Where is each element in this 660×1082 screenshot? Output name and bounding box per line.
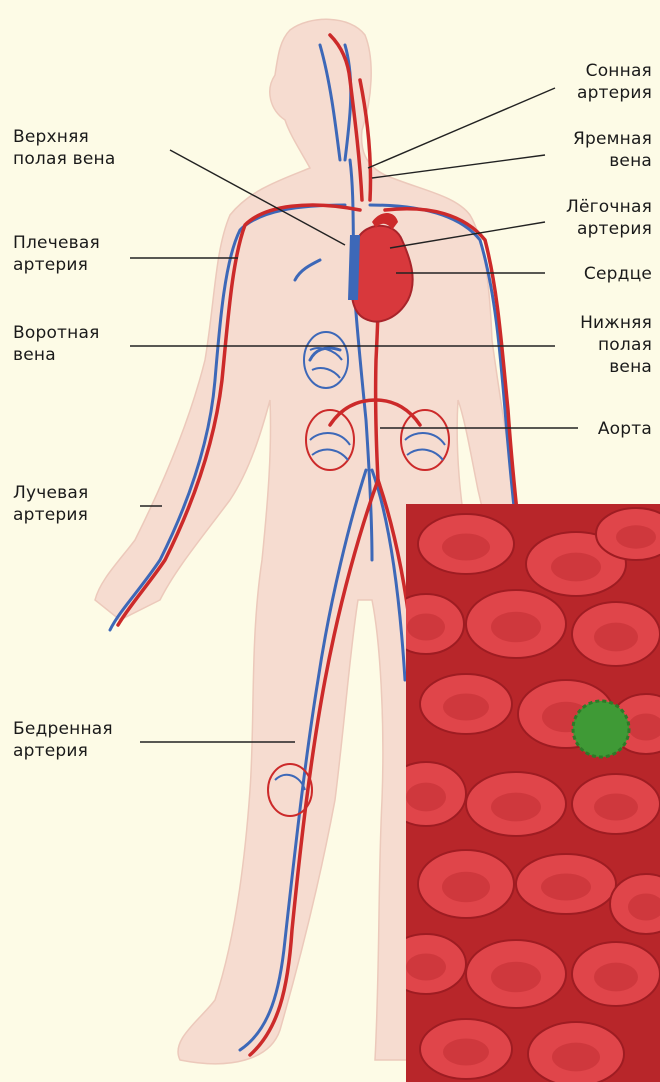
label-radial-artery: Лучевая артерия — [13, 482, 88, 526]
red-blood-cell — [466, 772, 566, 836]
red-blood-cell — [516, 854, 616, 914]
red-blood-cell — [572, 942, 660, 1006]
label-aorta: Аорта — [598, 418, 652, 440]
label-brachial-artery: Плечевая артерия — [13, 232, 100, 276]
white-blood-cell — [573, 701, 629, 757]
red-blood-cell — [418, 514, 514, 574]
label-heart: Сердце — [584, 263, 652, 285]
red-blood-cell — [406, 934, 466, 994]
red-blood-cell — [406, 594, 464, 654]
red-blood-cell — [420, 1019, 512, 1079]
red-blood-cell — [406, 762, 466, 826]
label-superior-vena-cava: Верхняя полая вена — [13, 126, 115, 170]
red-blood-cell — [466, 940, 566, 1008]
label-carotid-artery: Сонная артерия — [577, 60, 652, 104]
red-blood-cell — [420, 674, 512, 734]
label-pulmonary-artery: Лёгочная артерия — [566, 196, 652, 240]
red-blood-cell — [572, 774, 660, 834]
label-femoral-artery: Бедренная артерия — [13, 718, 113, 762]
red-blood-cell — [466, 590, 566, 658]
red-blood-cell — [572, 602, 660, 666]
red-blood-cell — [528, 1022, 624, 1082]
blood-cells-photo — [406, 504, 660, 1082]
label-inferior-vena-cava: Нижняя полая вена — [580, 312, 652, 378]
label-jugular-vein: Яремная вена — [573, 128, 652, 172]
label-portal-vein: Воротная вена — [13, 322, 100, 366]
red-blood-cell — [418, 850, 514, 918]
red-blood-cell — [610, 874, 660, 934]
